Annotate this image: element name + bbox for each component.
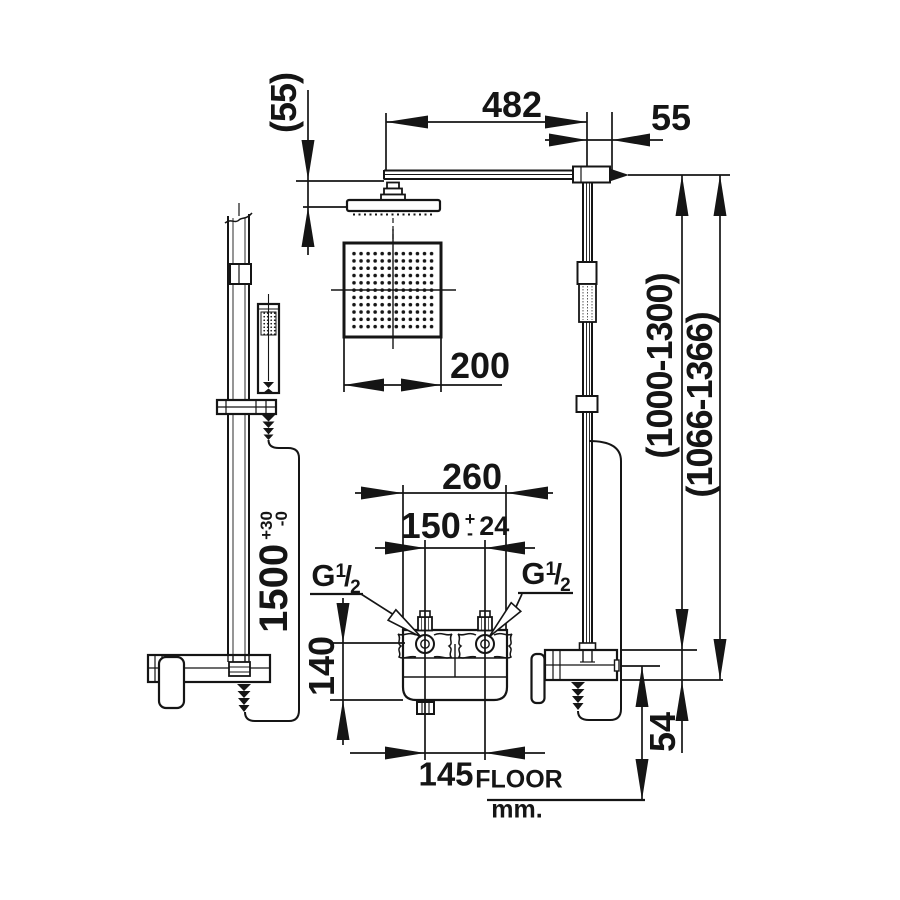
dim-arm-length: 482 [481,84,543,125]
dim-head-width: 200 [449,345,511,386]
inlet-spacing-value: 150 [400,505,461,546]
shower-hose-right [577,440,622,721]
rail-height-tolerance: +30 -0 [256,511,291,540]
outlet-thread-left [237,684,251,712]
rail-height-value: 1500 [252,543,296,633]
leader-arrows [386,601,523,638]
leader-arrow-right [488,601,523,638]
riser-union-nut [575,395,599,413]
hand-shower-swivel [263,382,274,393]
shower-hose-left [244,439,300,722]
centerlines [331,229,456,349]
dim-body-height: 140 [301,635,342,697]
dim-arm-wall-offset: 55 [650,97,692,138]
thread-label-right: G1/2 [521,556,571,596]
floor-label: FLOOR [475,765,563,794]
dim-outlet-spacing: 145 [418,755,474,793]
shower-arm-side-view [345,165,611,243]
shower-head-side [345,198,442,213]
dimension-arrows [301,115,727,800]
outlet-thread-right [571,682,585,710]
arm-wall-connector [572,165,611,184]
mixer-handle-left [157,655,186,710]
inlet-tolerance-signs: + - [464,508,476,543]
riser-telescopic-sleeve [576,261,598,285]
dim-outlet-drop: 54 [642,711,683,753]
dim-rail-height: 1500 +30 -0 [252,511,296,633]
dim-riser-range-inner: (1000-1300) [639,273,680,459]
thread-label-left: G1/2 [311,558,361,598]
thread-label-underlines [310,591,573,596]
hose-thread-connector [262,415,275,440]
overhead-shower-plan-view [331,229,456,349]
riser-and-mixer-side-view [530,182,622,721]
dim-riser-range-outer: (1066-1366) [679,312,720,498]
dim-body-width: 260 [441,456,503,497]
leader-arrow-left [386,608,422,638]
hand-shower-rail-view [146,203,300,722]
dim-head-drop: (55) [263,72,304,134]
mixer-handle-right [530,652,546,705]
dim-inlet-spacing: 150 + - 24 [401,508,510,544]
inlet-tolerance-value: 24 [479,510,510,541]
units-label: mm. [491,795,543,824]
rail-slider [229,263,252,285]
